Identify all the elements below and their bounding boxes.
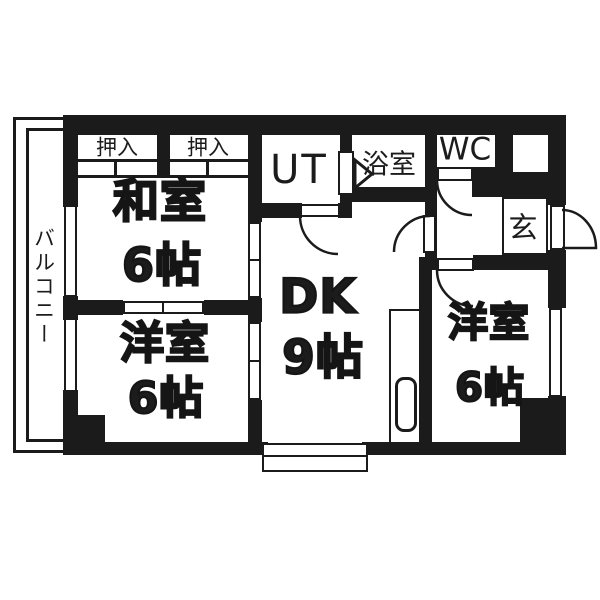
wall-above-entrance (502, 172, 548, 197)
wall-left-upper (63, 135, 78, 207)
closet-right-label: 押入 (187, 135, 229, 160)
dk-name-label: DK (278, 269, 357, 325)
closet-bottom-line (78, 175, 248, 178)
washitsu-name-label: 和室 (112, 174, 207, 228)
door-leaf-wc (437, 167, 473, 181)
kitchen-counter-top-line (389, 309, 420, 311)
wall-ut-bottom-right (338, 203, 352, 218)
door-leaf-bath (338, 151, 354, 195)
door-swing-arc-wc (435, 179, 473, 217)
wall-bottom-right-block (520, 398, 566, 455)
wall-top (63, 115, 566, 135)
closet-right-door-line (170, 159, 248, 162)
kitchen-counter-side-line (389, 309, 391, 442)
window-dk-bottom (262, 443, 368, 472)
wall-bath-bottom (352, 187, 427, 202)
wall-center-lower (248, 400, 262, 442)
wall-bottom-right-span (362, 442, 522, 455)
wall-bottom-left-span (63, 442, 268, 455)
window-washitsu (64, 205, 77, 297)
wall-center-mid (248, 298, 262, 322)
folding-door-icon (353, 156, 375, 192)
washitsu-size-label: 6帖 (121, 238, 203, 292)
closet-left-label: 押入 (96, 135, 138, 160)
wall-dk-western-right (419, 257, 432, 442)
wall-right-mid (548, 250, 566, 308)
door-swing-arc-ut (298, 215, 339, 256)
toilet-label: WC (438, 131, 492, 168)
fusuma-western-dk-2 (248, 360, 261, 400)
door-leaf-western-right (437, 258, 474, 271)
door-swing-arc-western-right (435, 269, 474, 308)
wall-center-upper (248, 135, 262, 222)
door-leaf-ut (300, 204, 340, 217)
kitchen-sink (395, 377, 417, 432)
wall-ut-bottom-left (248, 203, 302, 218)
wall-room-divider-right (204, 300, 250, 315)
closet-left-door-divider (114, 159, 117, 177)
fusuma-washitsu-western-2 (162, 301, 204, 314)
western-right-name-label: 洋室 (447, 300, 530, 346)
bath-label: 浴室 (362, 149, 416, 181)
wall-right-upper (548, 135, 566, 205)
balcony-outer-rail (13, 117, 65, 453)
balcony-inner-rail (26, 128, 65, 442)
wall-below-entrance (473, 255, 548, 270)
closet-right-door-divider (206, 159, 209, 177)
western-left-size-label: 6帖 (127, 373, 205, 424)
door-swing-arc-front (561, 208, 598, 250)
western-right-size-label: 6帖 (454, 365, 525, 411)
meter-box (513, 135, 548, 172)
utility-label: UT (270, 147, 328, 193)
wall-closet-divider (157, 135, 170, 177)
balcony-label: バルコニー (31, 227, 56, 347)
closet-left-door-line (78, 159, 157, 162)
western-left-name-label: 洋室 (119, 318, 210, 369)
wall-room-divider-left (76, 300, 123, 315)
entrance-label: 玄 (508, 210, 538, 245)
door-leaf-front (550, 205, 565, 250)
window-western-right (549, 308, 562, 397)
window-western-left (64, 318, 77, 392)
dk-size-label: 9帖 (281, 330, 364, 386)
wall-left-mid (63, 296, 78, 320)
window-dk-bottom-line (263, 455, 367, 457)
wall-under-wc (472, 167, 502, 197)
fusuma-washitsu-dk-2 (248, 259, 261, 298)
wall-wc-niche (495, 135, 513, 172)
entrance-step (502, 197, 548, 255)
door-swing-arc-dk-hall (392, 214, 431, 253)
